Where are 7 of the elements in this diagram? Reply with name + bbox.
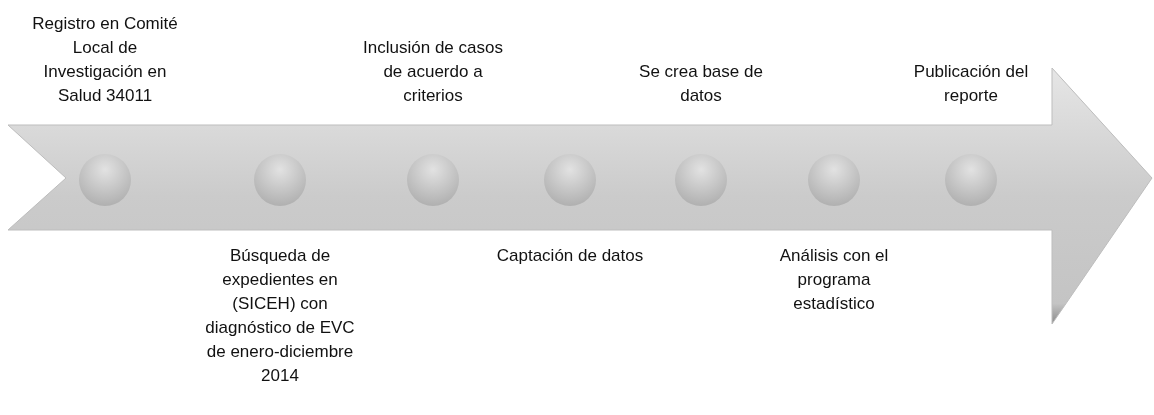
step-caption: Se crea base de datos	[639, 62, 763, 105]
step-caption: Búsqueda de expedientes en (SICEH) con diagnóstico de EVC de enero-diciembre 2014	[205, 246, 355, 385]
step-caption: Captación de datos	[496, 246, 644, 265]
step-caption: Análisis con el programa estadístico	[779, 246, 889, 313]
step-caption: Inclusión de casos de acuerdo a criterios	[363, 38, 503, 105]
step-caption: Publicación del reporte	[913, 62, 1029, 105]
step-caption: Registro en Comité Local de Investigación en Salud 34011	[32, 14, 178, 105]
